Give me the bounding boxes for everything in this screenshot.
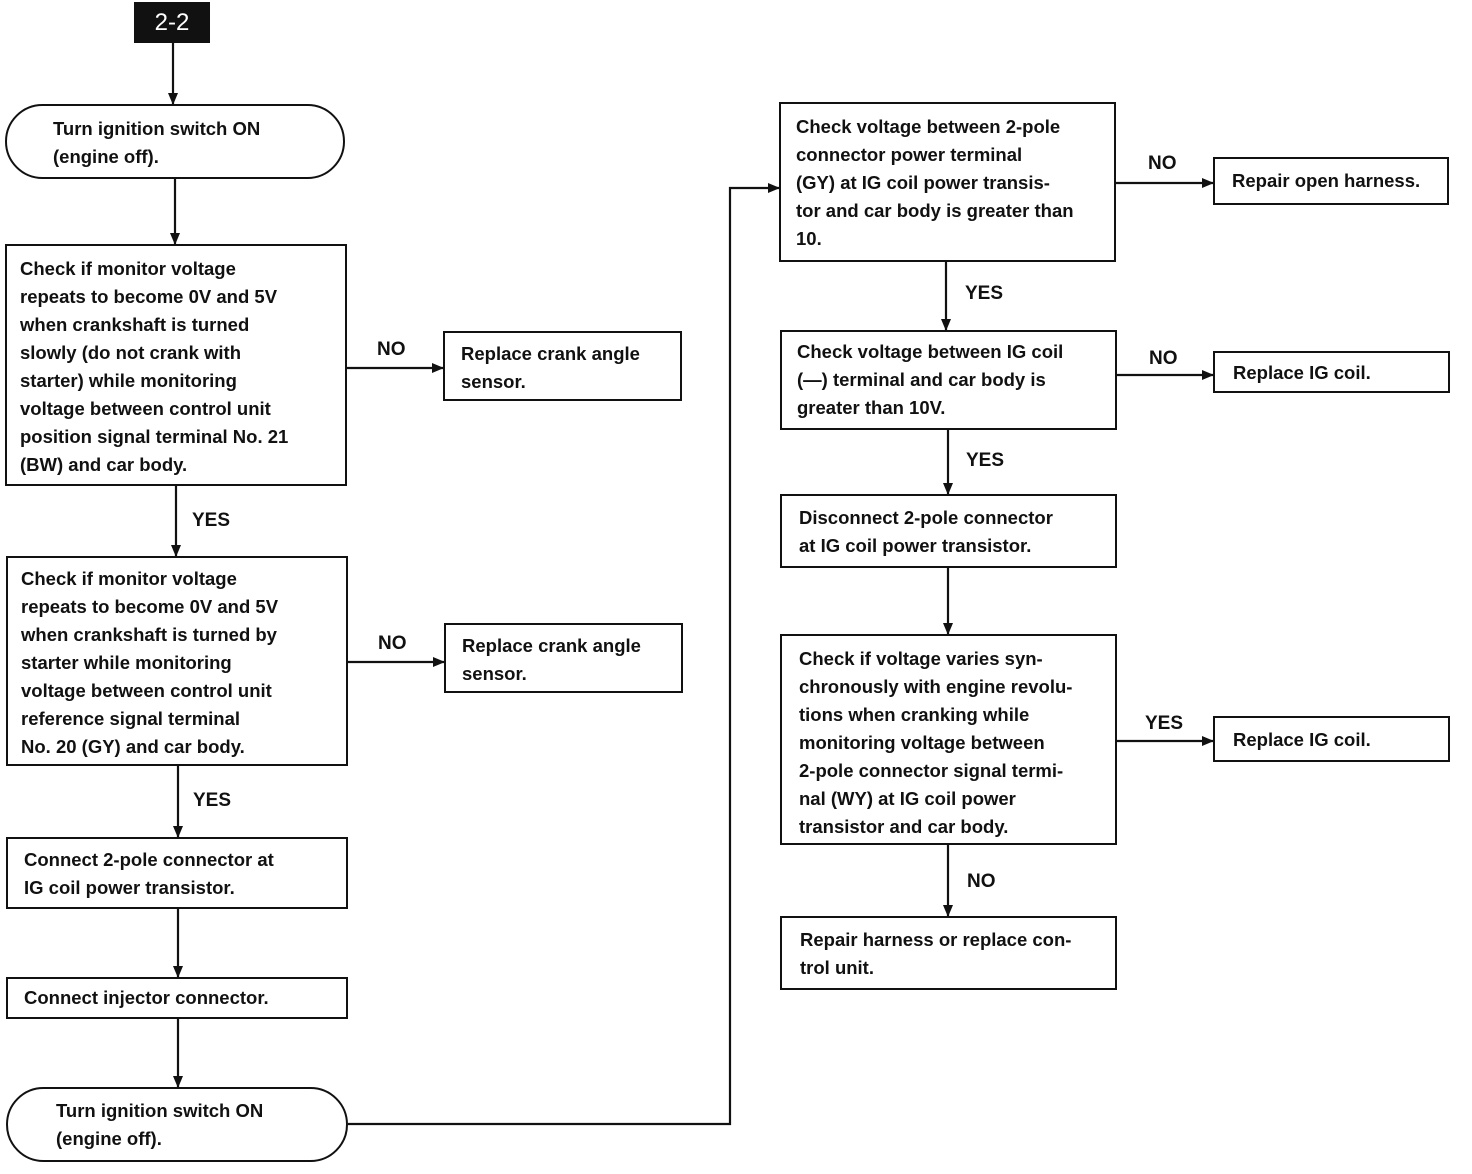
check-monitor-voltage-slow-step: Check if monitor voltage repeats to beco…: [5, 244, 347, 486]
yes-label-check-sync: YES: [1145, 713, 1184, 734]
yes-label-check-starter: YES: [193, 790, 232, 811]
section-tag: 2-2: [134, 2, 210, 43]
check-ig-coil-voltage-step: Check voltage between IG coil (—) termin…: [780, 330, 1117, 430]
replace-ig-coil-1: Replace IG coil.: [1213, 351, 1450, 393]
turn-ignition-on-step-2: Turn ignition switch ON (engine off).: [6, 1087, 348, 1162]
replace-crank-angle-sensor-2: Replace crank angle sensor.: [444, 623, 683, 693]
no-label-check-power: NO: [1148, 153, 1177, 174]
repair-harness-or-replace-control-unit: Repair harness or replace con- trol unit…: [780, 916, 1117, 990]
replace-ig-coil-2: Replace IG coil.: [1213, 716, 1450, 762]
no-label-check-sync: NO: [967, 871, 996, 892]
arrow-turn-on-2-to-right-column: [348, 183, 780, 1126]
connect-injector-connector-step: Connect injector connector.: [6, 977, 348, 1019]
yes-label-check-ig-coil: YES: [966, 450, 1005, 471]
check-monitor-voltage-starter-step: Check if monitor voltage repeats to beco…: [6, 556, 348, 766]
replace-crank-angle-sensor-1: Replace crank angle sensor.: [443, 331, 682, 401]
check-power-terminal-voltage-step: Check voltage between 2-pole connector p…: [779, 102, 1116, 262]
turn-ignition-on-step-1: Turn ignition switch ON (engine off).: [5, 104, 345, 179]
no-label-check-ig-coil: NO: [1149, 348, 1178, 369]
repair-open-harness: Repair open harness.: [1213, 157, 1449, 205]
check-synchronous-voltage-step: Check if voltage varies syn- chronously …: [780, 634, 1117, 845]
disconnect-2-pole-connector-step: Disconnect 2-pole connector at IG coil p…: [780, 494, 1117, 568]
yes-label-check-slow: YES: [192, 510, 231, 531]
connect-2-pole-connector-step: Connect 2-pole connector at IG coil powe…: [6, 837, 348, 909]
no-label-check-starter: NO: [378, 633, 407, 654]
no-label-check-slow: NO: [377, 339, 406, 360]
yes-label-check-power: YES: [965, 283, 1004, 304]
